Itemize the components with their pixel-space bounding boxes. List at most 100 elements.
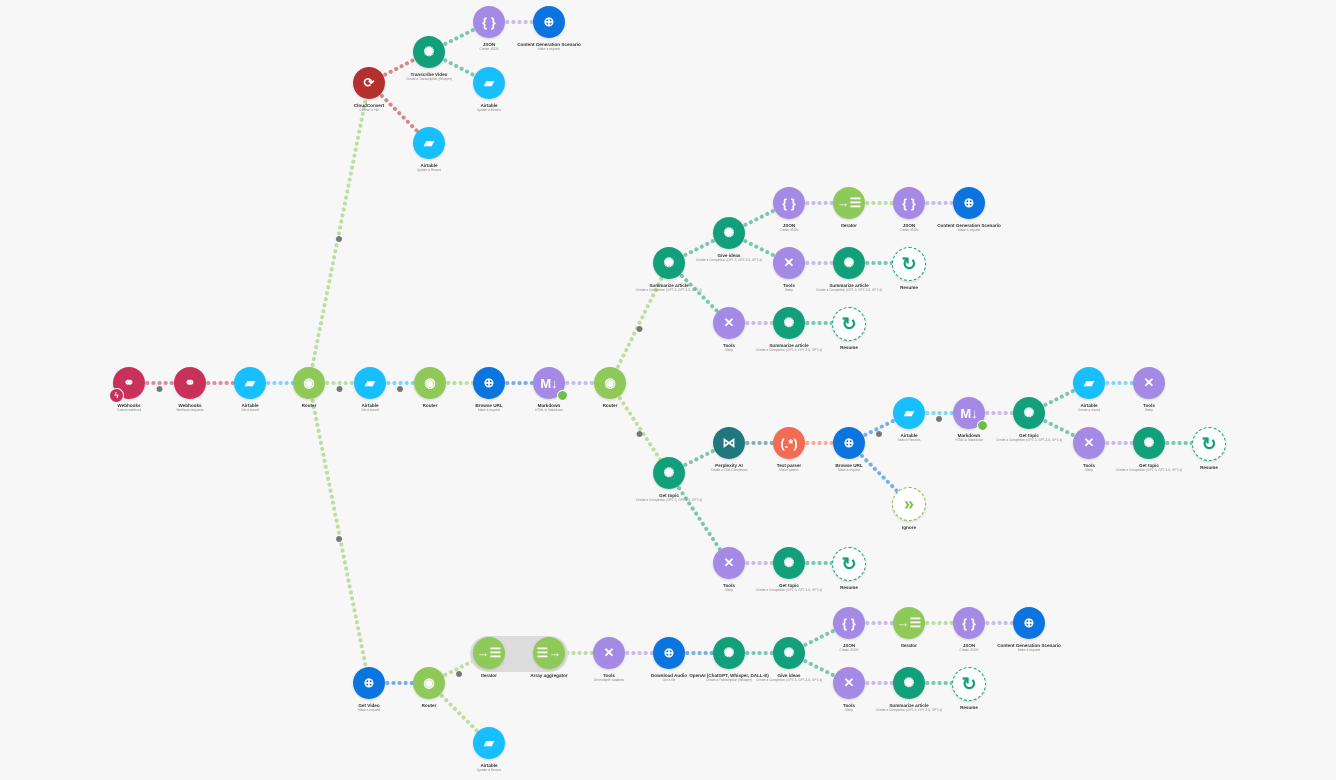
connection-line[interactable] [667, 471, 731, 565]
module-ignore[interactable]: »Ignore [869, 487, 949, 530]
filter-icon[interactable] [636, 431, 643, 437]
airtable-icon[interactable]: ▰ [473, 727, 505, 759]
connection-line[interactable] [307, 81, 371, 385]
airtable-icon[interactable]: ▰ [893, 397, 925, 429]
openai-icon[interactable]: ✺ [653, 247, 685, 279]
module-iterator[interactable]: →☰Iterator [449, 637, 529, 678]
tools-icon[interactable]: ✕ [713, 307, 745, 339]
filter-icon[interactable] [156, 386, 163, 392]
perplexity-icon[interactable]: ⋈ [713, 427, 745, 459]
openai-icon[interactable]: ✺ [413, 36, 445, 68]
module-router[interactable]: ◉Router [269, 367, 349, 408]
markdown-icon[interactable]: M↓ [953, 397, 988, 431]
filter-icon[interactable] [336, 236, 342, 242]
tools-icon[interactable]: ✕ [833, 667, 865, 699]
http-icon[interactable]: ⊕ [533, 6, 565, 38]
resume-icon[interactable]: ↻ [832, 307, 866, 341]
connection-line[interactable] [307, 381, 371, 685]
tools-icon[interactable]: ✕ [773, 247, 805, 279]
router-icon[interactable]: ◉ [414, 367, 446, 399]
openai-icon[interactable]: ✺ [773, 307, 805, 339]
module-iterator[interactable]: →☰Iterator [809, 187, 889, 228]
resume-icon[interactable]: ↻ [1192, 427, 1226, 461]
textparser-icon[interactable]: (.*) [773, 427, 805, 459]
tools-icon[interactable]: ✕ [593, 637, 625, 669]
filter-icon[interactable] [876, 431, 882, 437]
filter-icon[interactable] [936, 416, 942, 422]
filter-icon[interactable] [336, 536, 342, 542]
module-resume[interactable]: ↻Resume [869, 247, 949, 290]
http-icon[interactable]: ⊕ [953, 187, 985, 219]
markdown-icon[interactable]: M↓ [533, 367, 568, 401]
http-icon[interactable]: ⊕ [473, 367, 505, 399]
openai-icon[interactable]: ✺ [713, 637, 745, 669]
webhook-icon[interactable]: ⚭ [174, 367, 206, 399]
router-icon[interactable]: ◉ [413, 667, 445, 699]
webhook-icon[interactable]: ⚭ϟ [109, 367, 145, 403]
connection-line[interactable] [608, 261, 671, 385]
aggregator-icon[interactable]: ☰→ [533, 637, 565, 669]
json-icon[interactable]: { } [773, 187, 805, 219]
filter-icon[interactable] [397, 386, 403, 392]
json-icon[interactable]: { } [953, 607, 985, 639]
iterator-icon[interactable]: →☰ [893, 607, 925, 639]
json-icon[interactable]: { } [833, 607, 865, 639]
ignore-icon[interactable]: » [892, 487, 926, 521]
module-iterator[interactable]: →☰Iterator [869, 607, 949, 648]
module-resume[interactable]: ↻Resume [1169, 427, 1249, 470]
filter-icon[interactable] [636, 326, 643, 332]
module-aggregator[interactable]: ☰→Array aggregator [509, 637, 589, 678]
airtable-icon[interactable]: ▰ [473, 67, 505, 99]
module-resume[interactable]: ↻Resume [809, 307, 889, 350]
airtable-icon[interactable]: ▰ [354, 367, 386, 399]
tools-icon[interactable]: ✕ [1073, 427, 1105, 459]
openai-icon[interactable]: ✺ [653, 457, 685, 489]
resume-icon[interactable]: ↻ [952, 667, 986, 701]
cloudconvert-icon[interactable]: ⟳ [353, 67, 385, 99]
tools-icon[interactable]: ✕ [1133, 367, 1165, 399]
openai-icon[interactable]: ✺ [1133, 427, 1165, 459]
module-openai[interactable]: ✺OpenAI (ChatGPT, Whisper, DALL-E)Create… [689, 637, 769, 682]
openai-icon[interactable]: ✺ [773, 547, 805, 579]
connection-line[interactable] [608, 381, 671, 475]
http-icon[interactable]: ⊕ [833, 427, 865, 459]
router-icon[interactable]: ◉ [293, 367, 325, 399]
http-icon[interactable]: ⊕ [353, 667, 385, 699]
openai-icon[interactable]: ✺ [773, 637, 805, 669]
module-router[interactable]: ◉Router [389, 667, 469, 708]
http-icon[interactable]: ⊕ [653, 637, 685, 669]
iterator-icon[interactable]: →☰ [473, 637, 505, 669]
airtable-icon[interactable]: ▰ [1073, 367, 1105, 399]
resume-icon[interactable]: ↻ [832, 547, 866, 581]
